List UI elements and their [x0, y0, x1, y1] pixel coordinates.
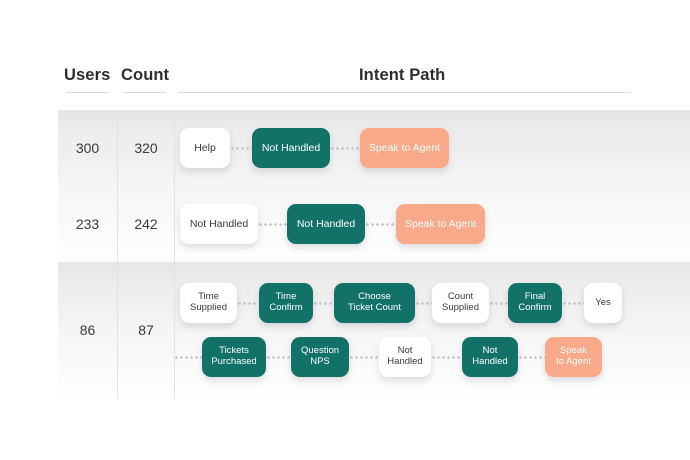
intent-node[interactable]: Not Handled: [462, 337, 518, 377]
intent-node[interactable]: Time Supplied: [180, 283, 237, 323]
intent-path-line: Time Supplied Time Confirm Choose Ticket C…: [174, 283, 690, 323]
intent-node[interactable]: Yes: [584, 283, 622, 323]
table-row: 233 242 Not Handled Not Handled Speak to Age…: [0, 186, 690, 262]
path-connector: [230, 146, 252, 150]
column-header-users: Users: [64, 66, 111, 84]
path-connector: [562, 301, 584, 305]
intent-node[interactable]: Time Confirm: [259, 283, 313, 323]
intent-node[interactable]: Not Handled: [252, 128, 330, 168]
intent-path-line: Tickets Purchased Question NPS Not Handled…: [174, 337, 690, 377]
path-connector: [415, 301, 432, 305]
cell-count: 242: [134, 216, 158, 232]
header-rule-intent-path: [178, 92, 631, 93]
header-rule-count: [123, 92, 166, 93]
table-row: 300 320 Help Not Handled Speak to Agent: [0, 110, 690, 186]
cell-count: 87: [138, 322, 154, 338]
path-connector: [266, 355, 291, 359]
intent-node[interactable]: Tickets Purchased: [202, 337, 266, 377]
intent-path-line: Help Not Handled Speak to Agent: [174, 128, 690, 168]
path-connector: [349, 355, 379, 359]
path-connector: [489, 301, 508, 305]
intent-path-cell: Not Handled Not Handled Speak to Agent: [174, 186, 690, 262]
intent-node[interactable]: Not Handled: [287, 204, 365, 244]
intent-node[interactable]: Speak to Agent: [360, 128, 449, 168]
cell-users: 300: [75, 140, 100, 156]
column-header-count: Count: [121, 66, 170, 84]
table-row: 86 87 Time Supplied Time Confirm Choose Tick…: [0, 262, 690, 398]
path-connector: [174, 355, 202, 359]
cell-users: 86: [79, 322, 96, 338]
intent-node[interactable]: Count Supplied: [432, 283, 489, 323]
intent-node[interactable]: Final Confirm: [508, 283, 562, 323]
path-connector: [330, 146, 360, 150]
path-connector: [518, 355, 545, 359]
path-connector: [431, 355, 462, 359]
path-connector: [365, 222, 396, 226]
header-rule-users: [66, 92, 109, 93]
intent-path-cell: Time Supplied Time Confirm Choose Ticket C…: [174, 262, 690, 398]
table-header: Users Count Intent Path: [0, 58, 690, 94]
intent-path-cell: Help Not Handled Speak to Agent: [174, 110, 690, 186]
cell-count: 320: [134, 140, 158, 156]
intent-node[interactable]: Speak to Agent: [545, 337, 602, 377]
intent-node[interactable]: Help: [180, 128, 230, 168]
path-connector: [237, 301, 259, 305]
path-connector: [313, 301, 334, 305]
intent-node[interactable]: Question NPS: [291, 337, 349, 377]
intent-node[interactable]: Not Handled: [379, 337, 431, 377]
column-header-intent-path: Intent Path: [359, 66, 446, 84]
intent-node[interactable]: Choose Ticket Count: [334, 283, 415, 323]
intent-node[interactable]: Not Handled: [180, 204, 258, 244]
cell-users: 233: [75, 216, 100, 232]
intent-node[interactable]: Speak to Agent: [396, 204, 485, 244]
column-divider-count-path: [174, 110, 175, 398]
column-divider-users-count: [117, 110, 118, 398]
path-connector: [258, 222, 287, 226]
intent-path-line: Not Handled Not Handled Speak to Agent: [174, 204, 690, 244]
